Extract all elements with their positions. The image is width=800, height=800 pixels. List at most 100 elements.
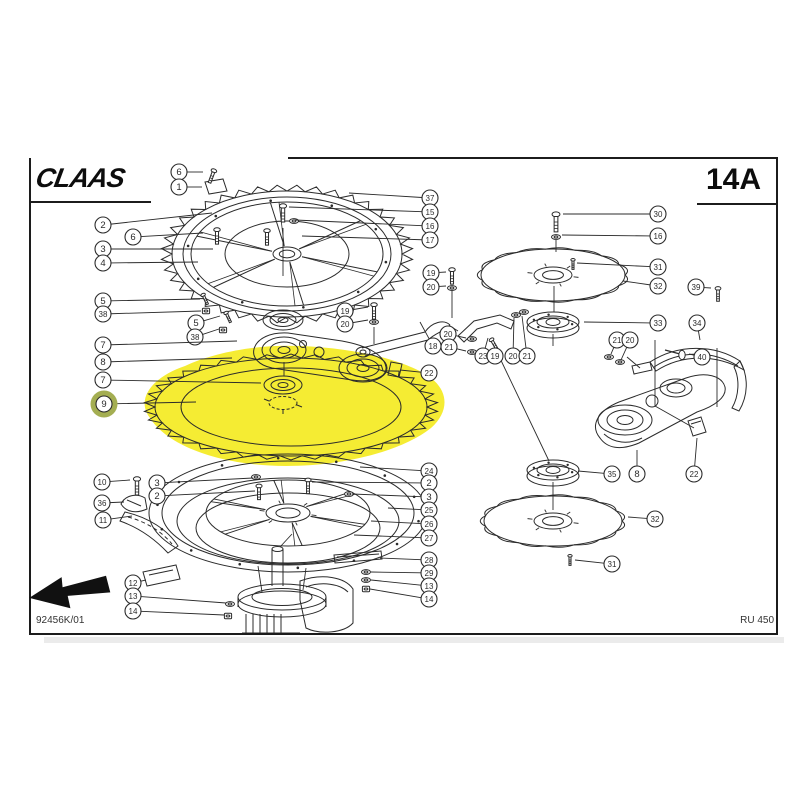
svg-text:31: 31 (608, 560, 617, 569)
svg-text:17: 17 (426, 236, 435, 245)
callout-12: 12 (125, 575, 146, 591)
svg-text:15: 15 (426, 208, 435, 217)
svg-text:31: 31 (654, 263, 663, 272)
callout-33: 33 (584, 315, 666, 331)
svg-text:21: 21 (523, 352, 532, 361)
svg-text:20: 20 (427, 283, 436, 292)
washer-part (290, 219, 299, 224)
brand-underline (29, 201, 151, 203)
callout-20: 20 (423, 279, 446, 295)
washer-part (468, 337, 477, 342)
callout-20: 20 (621, 332, 638, 360)
blade-hub-flange (264, 376, 302, 414)
screw-part (200, 293, 209, 306)
svg-text:33: 33 (654, 319, 663, 328)
callout-1: 1 (171, 179, 202, 195)
callout-24: 24 (360, 463, 437, 479)
callout-38: 38 (95, 306, 201, 322)
callout-17: 17 (302, 232, 438, 248)
nut-part (202, 308, 209, 313)
svg-text:40: 40 (698, 353, 707, 362)
angle-bracket (627, 357, 652, 374)
svg-text:20: 20 (444, 330, 453, 339)
hub-part (527, 312, 579, 338)
callout-34: 34 (689, 315, 705, 340)
svg-text:26: 26 (425, 520, 434, 529)
nut-part (362, 586, 369, 591)
svg-text:19: 19 (341, 307, 350, 316)
screw-part (305, 478, 311, 493)
callout-30: 30 (563, 206, 666, 222)
frame-top (288, 157, 778, 159)
washer-part (552, 235, 561, 240)
callout-37: 37 (349, 190, 438, 206)
callout-6: 6 (125, 229, 203, 245)
callout-15: 15 (289, 204, 438, 220)
svg-text:24: 24 (425, 467, 434, 476)
svg-text:39: 39 (692, 283, 701, 292)
callout-25: 25 (388, 502, 437, 518)
screw-part (207, 168, 217, 184)
callout-40: 40 (689, 349, 710, 365)
svg-text:2: 2 (426, 478, 431, 489)
callout-22: 22 (686, 438, 702, 482)
washer-part (448, 286, 457, 291)
callout-5: 5 (188, 315, 220, 331)
callout-19: 19 (337, 303, 368, 319)
direction-arrow (29, 575, 111, 609)
callout-16: 16 (295, 218, 438, 234)
svg-text:12: 12 (129, 579, 138, 588)
screw-part (371, 303, 377, 319)
retainer-clip (205, 179, 227, 194)
svg-text:7: 7 (100, 340, 105, 351)
nut-part (219, 327, 226, 332)
svg-text:21: 21 (613, 336, 622, 345)
svg-text:13: 13 (425, 582, 434, 591)
callout-8: 8 (95, 354, 232, 370)
svg-text:2: 2 (154, 491, 159, 502)
svg-text:2: 2 (100, 220, 105, 231)
svg-text:30: 30 (654, 210, 663, 219)
callout-7: 7 (95, 372, 261, 388)
page-code: 14A (706, 163, 762, 196)
callout-16: 16 (562, 228, 666, 244)
lower-disc-wheel (149, 454, 427, 572)
svg-text:32: 32 (651, 515, 660, 524)
screw-part (449, 268, 455, 284)
callout-14: 14 (370, 589, 437, 607)
svg-text:5: 5 (100, 296, 105, 307)
washer-part (226, 602, 235, 607)
screw-part (223, 311, 232, 324)
top-disc-wheel (161, 185, 412, 323)
pin-part (665, 350, 685, 360)
callout-2: 2 (95, 213, 212, 233)
frame-bottom (29, 633, 778, 635)
svg-text:19: 19 (491, 352, 500, 361)
svg-text:16: 16 (654, 232, 663, 241)
callout-11: 11 (95, 512, 132, 528)
washer-part (252, 475, 261, 480)
screw-part (256, 484, 262, 499)
svg-text:14: 14 (129, 607, 138, 616)
frame-left (29, 158, 31, 635)
support-bracket (458, 315, 514, 342)
scan-shadow-bottom (44, 637, 784, 643)
svg-text:3: 3 (426, 492, 431, 503)
callout-7: 7 (95, 337, 237, 353)
callout-4: 4 (95, 255, 198, 271)
svg-text:4: 4 (100, 258, 105, 269)
callout-14: 14 (125, 603, 224, 619)
screw-part (715, 287, 721, 302)
washer-part (605, 355, 614, 360)
svg-text:20: 20 (626, 336, 635, 345)
callout-9-highlighted: 9 (90, 390, 197, 418)
screw-part (133, 477, 140, 495)
svg-text:3: 3 (154, 478, 159, 489)
callout-6: 6 (171, 164, 203, 180)
svg-text:22: 22 (425, 369, 434, 378)
latch-plate (688, 417, 706, 436)
callout-39: 39 (688, 279, 711, 295)
callout-36: 36 (94, 495, 124, 511)
svg-text:18: 18 (429, 342, 438, 351)
